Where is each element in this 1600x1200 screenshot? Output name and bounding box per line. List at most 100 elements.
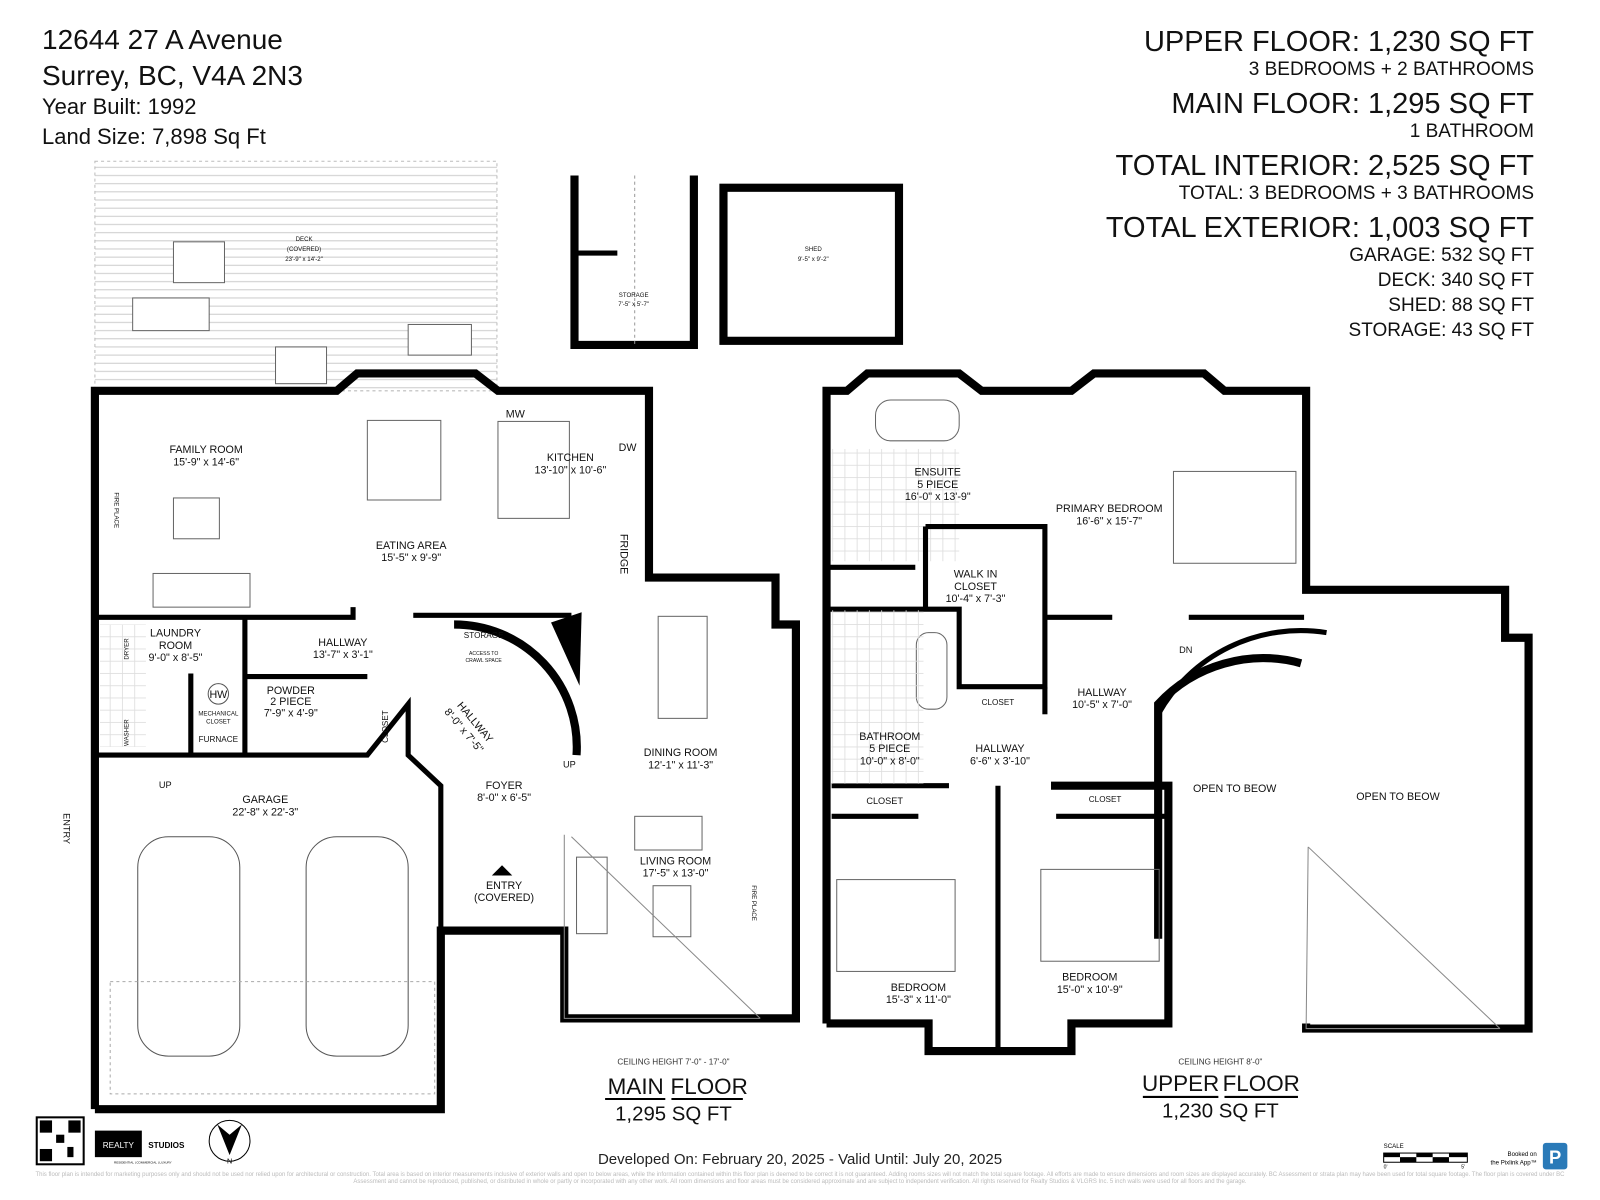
bathroom-label: BATHROOM: [859, 731, 920, 743]
value: 2,525 SQ FT: [1367, 150, 1534, 182]
label: TOTAL INTERIOR:: [1115, 150, 1360, 182]
total-interior-summary: TOTAL INTERIOR: 2,525 SQ FT: [1116, 152, 1534, 181]
bathroom-dims: 10'-0" x 8'-0": [860, 755, 920, 767]
laundry-dims: 9'-0" x 8'-5": [149, 652, 203, 664]
entry-covered-sub: (COVERED): [474, 892, 534, 904]
pixlink-logo: P: [1549, 1146, 1561, 1167]
primary-bedroom-dims: 16'-6" x 15'-7": [1076, 515, 1142, 527]
floor-title-b: FLOOR: [1223, 1071, 1300, 1096]
mechanical-label: MECHANICAL: [198, 710, 239, 717]
down-label: DN: [1179, 645, 1192, 655]
shed: SHED 9'-5" x 9'-2": [719, 183, 904, 345]
bedroom-1-dims: 15'-3" x 11'-0": [886, 994, 951, 1006]
main-floor-rooms: 1 BATHROOM: [1409, 121, 1534, 142]
fridge-label: FRIDGE: [617, 534, 629, 574]
dining-room-label: DINING ROOM: [644, 747, 718, 759]
total-exterior-summary: TOTAL EXTERIOR: 1,003 SQ FT: [1106, 214, 1534, 243]
main-floor-title: CEILING HEIGHT 7'-0" - 17'-0" MAIN FLOOR…: [605, 1057, 748, 1125]
floor-title-a: MAIN: [608, 1074, 664, 1099]
exterior-storage: STORAGE 7'-5" x 5'-7": [570, 175, 698, 349]
laundry-label: LAUNDRY: [150, 628, 201, 640]
year-built: Year Built: 1992: [42, 94, 197, 119]
value: 1,230 SQ FT: [1367, 26, 1534, 58]
walk-in-dims: 10'-4" x 7'-3": [946, 593, 1006, 605]
floor-title-b: FLOOR: [671, 1074, 748, 1099]
brand-b: STUDIOS: [148, 1141, 185, 1150]
scale-bar: SCALE 0' 5': [1383, 1143, 1468, 1170]
up-label: UP: [159, 780, 172, 790]
microwave-label: MW: [506, 408, 526, 420]
ensuite-type: 5 PIECE: [917, 479, 958, 491]
main-floor-walls: [90, 369, 960, 1114]
value: 1,295 SQ FT: [1367, 88, 1534, 120]
storage-area: STORAGE: 43 SQ FT: [1348, 320, 1534, 341]
brand-a: REALTY: [103, 1141, 135, 1150]
pixlink-app: the Pixlink App™: [1491, 1159, 1537, 1166]
floor-area: 1,230 SQ FT: [1162, 1100, 1279, 1122]
deck-dims: 23'-9" x 14'-2": [285, 256, 323, 263]
walk-in-closet-label: CLOSET: [954, 581, 997, 593]
kitchen-label: KITCHEN: [547, 452, 594, 464]
crawl-space-label: CRAWL SPACE: [466, 658, 503, 664]
deck-label: DECK: [296, 236, 313, 243]
deck-area: DECK: 340 SQ FT: [1377, 270, 1534, 291]
bedroom-2-label: BEDROOM: [1062, 972, 1117, 984]
dryer-label: DRYER: [124, 638, 131, 660]
hot-water-label: HW: [209, 689, 228, 701]
address-line-1: 12644 27 A Avenue: [42, 24, 283, 55]
dishwasher-label: DW: [619, 442, 638, 454]
living-room-dims: 17'-5" x 13'-0": [643, 868, 709, 880]
disclaimer: This floor plan is intended for marketin…: [35, 1172, 1565, 1186]
fireplace-label: FIRE PLACE: [112, 492, 119, 528]
furnace-label: FURNACE: [199, 735, 239, 744]
closet-3-label: CLOSET: [1089, 795, 1122, 804]
ceiling-height: CEILING HEIGHT 7'-0" - 17'-0": [617, 1057, 729, 1066]
dining-room-dims: 12'-1" x 11'-3": [648, 759, 713, 771]
family-room-dims: 15'-9" x 14'-6": [173, 456, 239, 468]
powder-label: POWDER: [267, 685, 315, 697]
fireplace-2-label: FIRE PLACE: [750, 885, 757, 921]
powder-dims: 7'-9" x 4'-9": [264, 707, 318, 719]
open-to-below-label: OPEN TO BEOW: [1193, 783, 1277, 795]
foyer-label: FOYER: [486, 780, 523, 792]
closet-label: CLOSET: [982, 698, 1015, 707]
bedroom-1-label: BEDROOM: [891, 982, 946, 994]
value: 1,003 SQ FT: [1367, 212, 1534, 244]
label: UPPER FLOOR:: [1143, 26, 1360, 58]
realty-studios-logo: REALTY STUDIOS RESIDENTIAL | COMMERCIAL …: [94, 1130, 185, 1164]
open-to-below-2-label: OPEN TO BEOW: [1356, 791, 1440, 803]
main-floor-summary: MAIN FLOOR: 1,295 SQ FT: [1171, 90, 1534, 119]
deck: DECK (COVERED) 23'-9" x 14'-2": [94, 160, 498, 392]
developed-date: Developed On: February 20, 2025 - Valid …: [597, 1151, 1003, 1168]
walk-in-label: WALK IN: [954, 569, 998, 581]
laundry-label-2: ROOM: [159, 640, 192, 652]
kitchen-dims: 13'-10" x 10'-6": [535, 464, 607, 476]
eating-area-dims: 15'-5" x 9'-9": [381, 552, 441, 564]
floor-title-a: UPPER: [1142, 1071, 1219, 1096]
closet-label: CLOSET: [381, 710, 390, 743]
foyer-dims: 8'-0" x 6'-5": [477, 792, 531, 804]
shed-label: SHED: [805, 246, 823, 253]
upper-floor-walls: [822, 369, 1533, 1056]
storage-label: STORAGE: [619, 292, 649, 299]
hallway-label: HALLWAY: [318, 637, 367, 649]
crawl-access-label: ACCESS TO: [469, 651, 498, 657]
storage-int-label: STORAGE: [464, 631, 504, 640]
bathroom-type: 5 PIECE: [869, 743, 910, 755]
scale-label: SCALE: [1384, 1143, 1404, 1150]
ceiling-height: CEILING HEIGHT 8'-0": [1178, 1057, 1262, 1066]
floor-area: 1,295 SQ FT: [615, 1103, 732, 1125]
family-room-label: FAMILY ROOM: [169, 444, 242, 456]
upper-floor-rooms: 3 BEDROOMS + 2 BATHROOMS: [1248, 59, 1534, 80]
hallway-dims: 13'-7" x 3'-1": [313, 649, 373, 661]
ensuite-label: ENSUITE: [915, 467, 961, 479]
brand-tagline: RESIDENTIAL | COMMERCIAL | LUXURY: [114, 1160, 172, 1164]
deck-sub: (COVERED): [287, 246, 321, 253]
scale-0: 0': [1384, 1164, 1388, 1170]
mechanical-closet-label: CLOSET: [206, 718, 231, 725]
hallway-dims: 10'-5" x 7'-0": [1072, 699, 1132, 711]
storage-dims: 7'-5" x 5'-7": [618, 301, 649, 308]
primary-bedroom-label: PRIMARY BEDROOM: [1056, 503, 1163, 515]
qr-code: [35, 1116, 85, 1166]
